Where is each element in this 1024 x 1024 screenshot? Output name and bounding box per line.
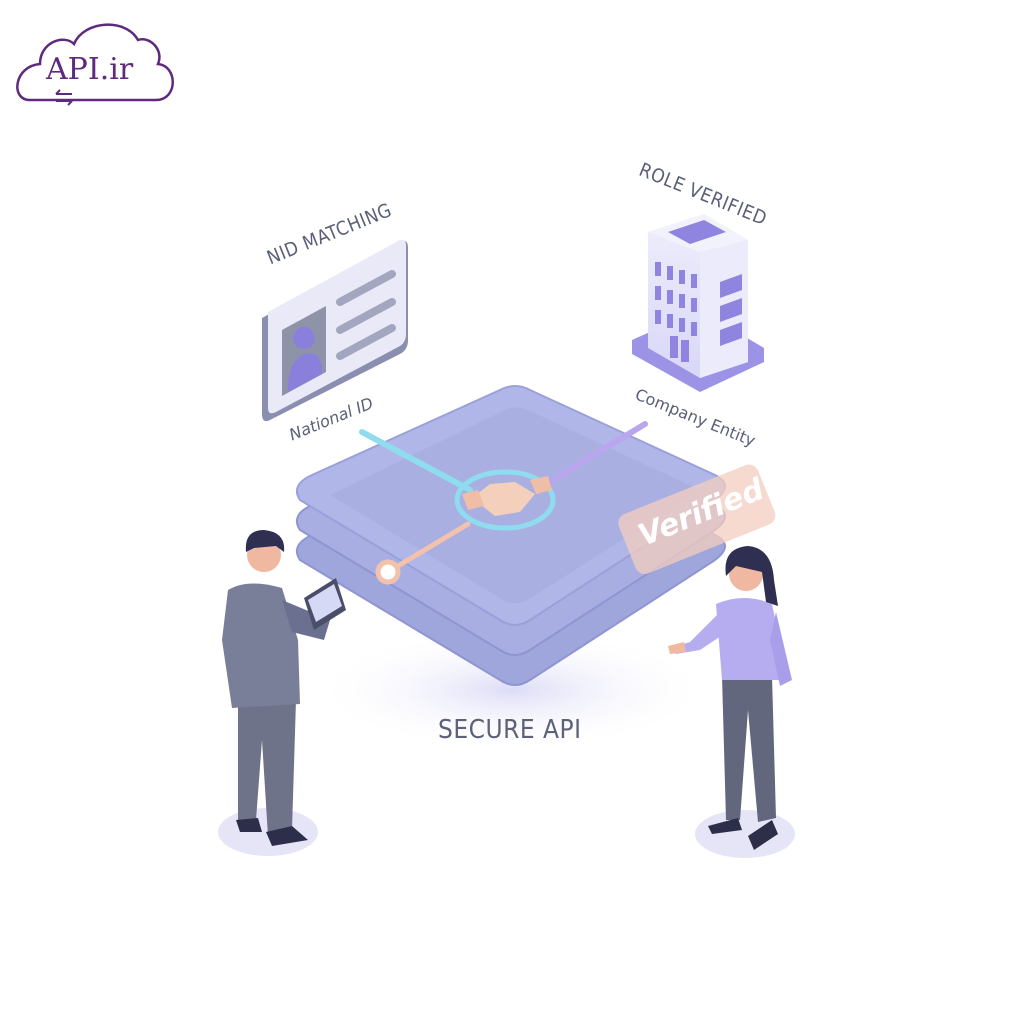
man-with-tablet	[218, 530, 346, 856]
secure-api-title: SECURE API	[438, 715, 582, 745]
office-building-icon	[632, 214, 764, 392]
logo-text: API.ir	[46, 52, 134, 87]
woman-presenting	[668, 546, 795, 858]
id-card-icon	[262, 239, 408, 422]
handshake-icon	[454, 469, 556, 531]
cloud-exchange-icon	[16, 23, 174, 106]
verified-badge	[618, 464, 776, 574]
